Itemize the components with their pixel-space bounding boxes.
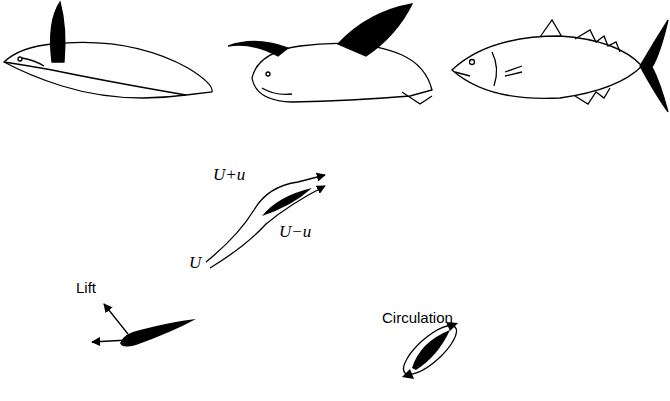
circulation-diagram	[397, 318, 464, 381]
sea-lion	[228, 4, 432, 104]
circulation-label: Circulation	[382, 310, 453, 327]
streamline-diagram	[206, 175, 325, 268]
velocity-label: U+u	[213, 166, 245, 185]
lift-diagram	[92, 304, 196, 347]
velocity-label: U	[189, 254, 201, 273]
penguin	[4, 2, 212, 98]
force-label: Lift	[76, 280, 96, 297]
velocity-label: U−u	[279, 223, 311, 242]
tuna	[452, 20, 668, 112]
